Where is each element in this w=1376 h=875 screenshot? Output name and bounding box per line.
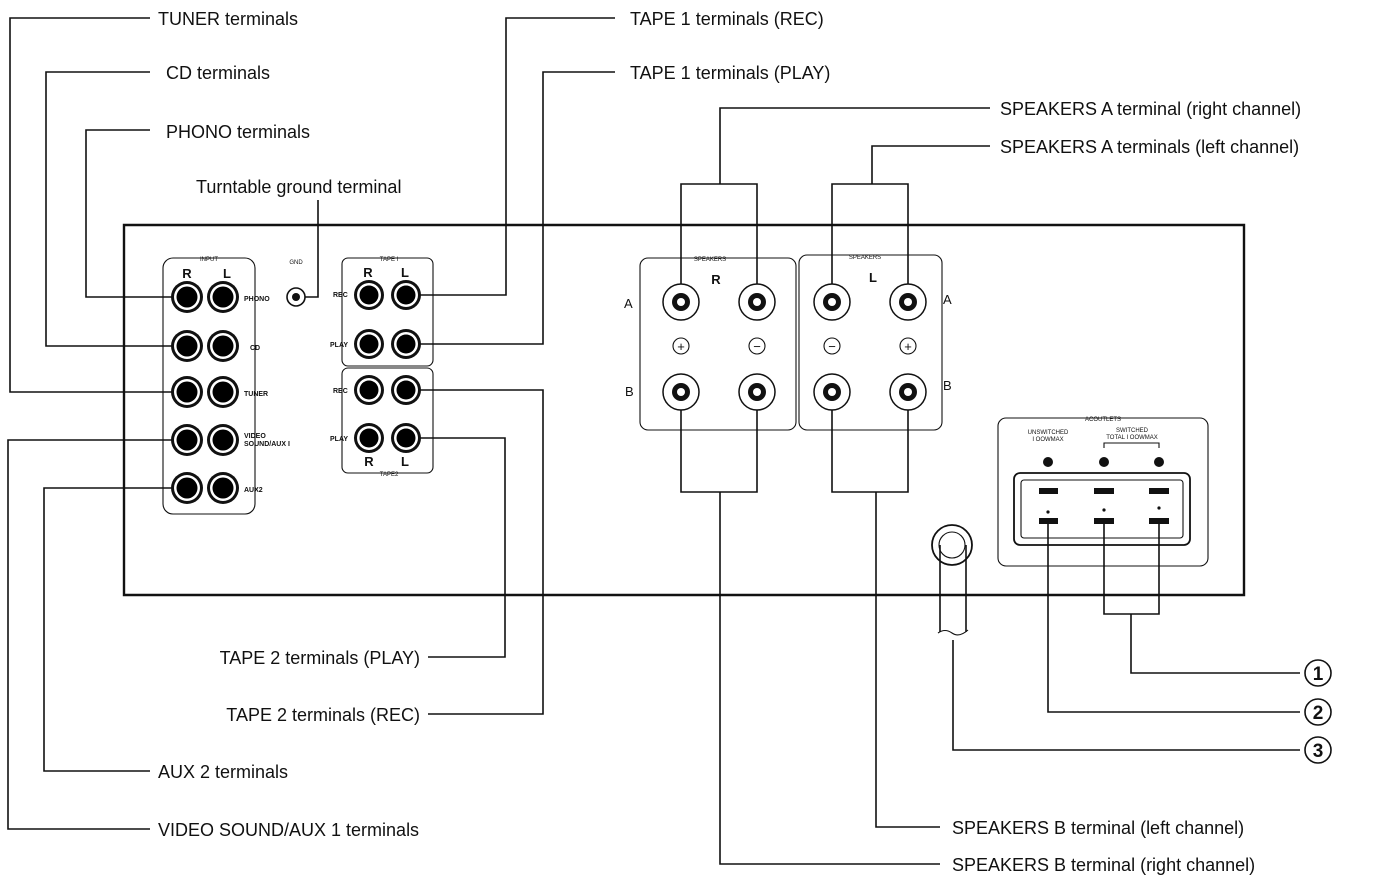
marker-3: 3 [1304,736,1332,764]
binding-post [889,373,927,411]
marker-2: 2 [1304,698,1332,726]
callout-labels: TUNER terminals CD terminals PHONO termi… [158,9,1301,875]
marker-1-text: 1 [1313,664,1324,685]
input-l-label: L [223,266,231,281]
binding-post [738,373,776,411]
speakers-l-label: L [869,270,877,285]
tape2-block: TAPE2 R L REC PLAY [330,367,434,478]
rca-jack [171,330,203,362]
binding-post [813,373,851,411]
callout-speakers-b-right: SPEAKERS B terminal (right channel) [952,855,1255,875]
gnd-label: GND [289,260,303,266]
binding-post [662,373,700,411]
binding-post [889,283,927,321]
rca-jack [171,376,203,408]
speakers-r-a-label: A [624,296,633,311]
rca-jack [207,424,239,456]
callout-cd: CD terminals [166,63,270,83]
marker-2-text: 2 [1313,703,1324,724]
rca-jack [171,472,203,504]
speakers-r-minus: − [753,339,761,354]
callout-speakers-a-right: SPEAKERS A terminal (right channel) [1000,99,1301,119]
callout-tape1-play: TAPE 1 terminals (PLAY) [630,63,830,83]
unswitched-label-2: I OOWMAX [1032,437,1063,443]
rca-jack [171,424,203,456]
callout-turntable-ground: Turntable ground terminal [196,177,401,197]
callout-tape1-rec: TAPE 1 terminals (REC) [630,9,824,29]
unswitched-label-1: UNSWITCHED [1028,430,1069,436]
callout-tape2-rec: TAPE 2 terminals (REC) [226,705,420,725]
tape2-play-label: PLAY [330,436,348,443]
cd-label: CD [250,345,260,352]
aux2-label: AUX2 [244,487,263,494]
speakers-l-a-label: A [943,292,952,307]
rca-jack [391,280,421,310]
callout-speakers-a-left: SPEAKERS A terminals (left channel) [1000,137,1299,157]
phono-label: PHONO [244,296,270,303]
input-title: INPUT [200,257,218,263]
tape1-title: TAPE I [380,257,399,263]
tape2-rec-label: REC [333,388,348,395]
rca-jack [207,472,239,504]
leader-lines [7,17,1300,865]
speakers-l-title: SPEAKERS [849,255,881,261]
chassis-outline [122,223,1246,597]
speakers-r-plus: + [677,339,685,354]
rca-jack [354,423,384,453]
rca-jack [354,375,384,405]
speakers-l-plus: + [904,339,912,354]
callout-aux2: AUX 2 terminals [158,762,288,782]
rca-jack [391,329,421,359]
tape1-rec-label: REC [333,292,348,299]
switched-label-1: SWITCHED [1116,428,1149,434]
input-r-label: R [182,266,192,281]
tape1-r-label: R [363,265,373,280]
speakers-l-block: SPEAKERS L A B − + [798,254,952,431]
callout-tuner: TUNER terminals [158,9,298,29]
speakers-r-label: R [711,272,721,287]
ac-outlets-block: ACOUTLETS UNSWITCHED I OOWMAX SWITCHED T… [997,417,1209,567]
binding-post [738,283,776,321]
binding-post [662,283,700,321]
rca-jack [207,376,239,408]
callout-video-aux1: VIDEO SOUND/AUX 1 terminals [158,820,419,840]
speakers-l-minus: − [828,339,836,354]
power-cord [931,524,973,636]
rca-jack [391,423,421,453]
rca-jack [207,281,239,313]
speaker-posts [662,283,927,411]
tape2-r-label: R [364,454,374,469]
tape1-block: TAPE I R L REC PLAY [330,257,434,367]
video-label-1: VIDEO [244,433,266,440]
rca-jack [171,281,203,313]
tuner-label: TUNER [244,391,268,398]
speakers-r-block: SPEAKERS R A B + − [624,257,797,431]
rca-jack [391,375,421,405]
rca-jack [354,329,384,359]
ac-outlets-title: ACOUTLETS [1085,417,1121,423]
speakers-r-b-label: B [625,384,634,399]
callout-tape2-play: TAPE 2 terminals (PLAY) [220,648,420,668]
switched-label-2: TOTAL I OOWMAX [1106,435,1158,441]
marker-1: 1 [1304,659,1332,687]
tape1-l-label: L [401,265,409,280]
rca-jack [207,330,239,362]
input-block: INPUT R L PHONO CD TUNER VIDEO SOUND/AUX… [162,257,290,515]
binding-post [813,283,851,321]
tape1-play-label: PLAY [330,342,348,349]
callout-speakers-b-left: SPEAKERS B terminal (left channel) [952,818,1244,838]
input-jacks [171,281,239,504]
marker-3-text: 3 [1313,741,1324,762]
rca-jack [354,280,384,310]
video-label-2: SOUND/AUX I [244,441,290,448]
gnd-terminal: GND [286,260,306,307]
speakers-r-title: SPEAKERS [694,257,726,263]
speakers-l-b-label: B [943,378,952,393]
tape2-l-label: L [401,454,409,469]
callout-phono: PHONO terminals [166,122,310,142]
tape2-title: TAPE2 [380,472,399,478]
